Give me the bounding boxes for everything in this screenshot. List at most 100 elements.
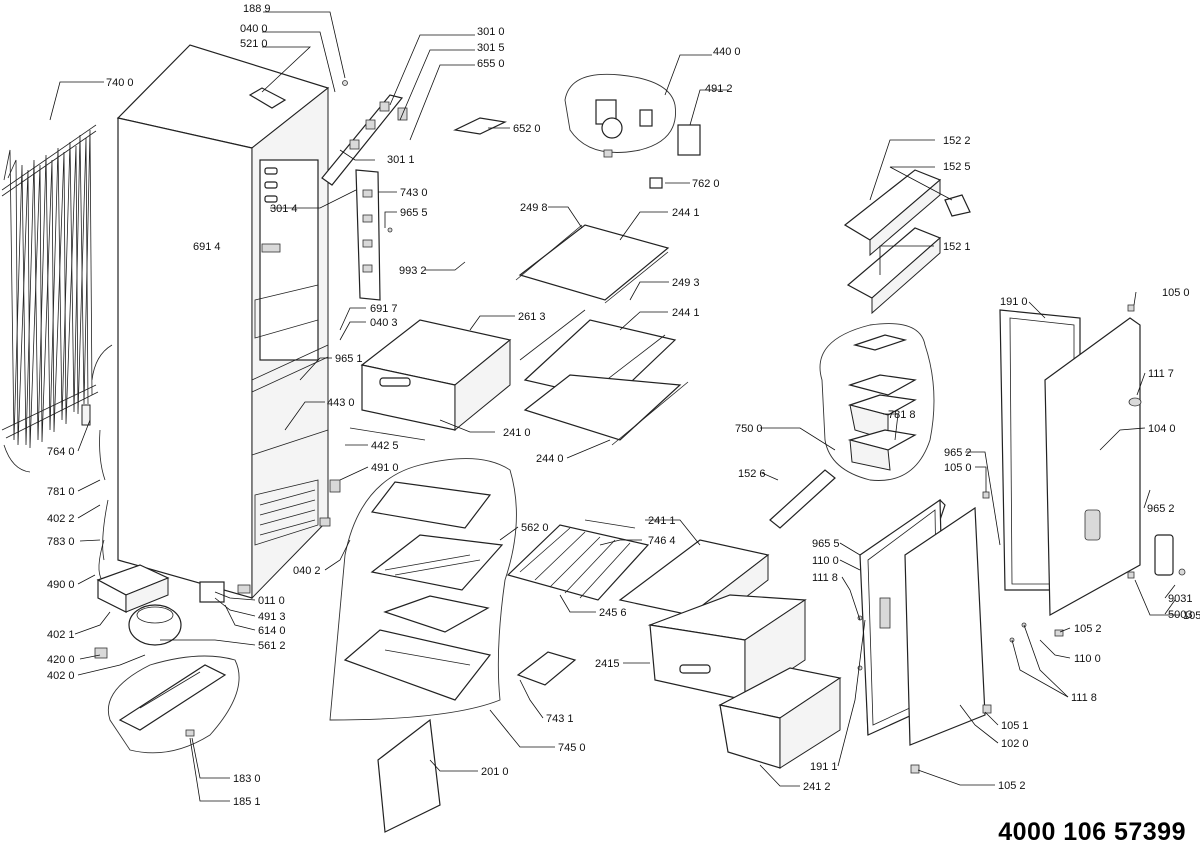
callout-label-2441a: 244 1	[672, 207, 700, 219]
callout-label-1118a: 111 8	[812, 572, 838, 584]
small-hardware	[185, 80, 1186, 774]
callout-label-2493: 249 3	[672, 277, 700, 289]
callout-labels: 188 9 040 0 521 0 740 0 301 0 301 5 655 0 440 0…	[47, 3, 1200, 808]
ice-maker-group	[329, 458, 517, 721]
pipes	[81, 344, 113, 581]
glass-shelves	[349, 224, 689, 446]
air-duct	[355, 169, 381, 301]
callout-label-7464: 746 4	[648, 535, 676, 547]
callout-label-0403: 040 3	[370, 317, 398, 329]
callout-label-3014: 301 4	[270, 203, 298, 215]
callout-label-1525: 152 5	[943, 161, 971, 173]
callout-label-7640: 764 0	[47, 446, 75, 458]
callout-label-7431: 743 1	[546, 713, 574, 725]
callout-label-4913: 491 3	[258, 611, 286, 623]
callout-label-1040: 104 0	[1148, 423, 1176, 435]
callout-label-2410: 241 0	[503, 427, 531, 439]
callout-label-2441b: 244 1	[672, 307, 700, 319]
callout-label-1020: 102 0	[1001, 738, 1029, 750]
callout-label-2010: 201 0	[481, 766, 509, 778]
callout-label-1118b: 111 8	[1071, 692, 1097, 704]
callout-label-2440: 244 0	[536, 453, 564, 465]
callout-label-7818: 781 8	[888, 409, 916, 421]
callout-label-4020: 402 0	[47, 670, 75, 682]
callout-label-2613: 261 3	[518, 311, 546, 323]
document-number: 4000 106 57399	[998, 818, 1186, 846]
compressor-group	[94, 564, 240, 754]
callout-label-2412: 241 2	[803, 781, 831, 793]
bottom-panel	[377, 718, 441, 833]
callout-label-6917: 691 7	[370, 303, 398, 315]
callout-label-3010: 301 0	[477, 26, 505, 38]
callout-label-4400: 440 0	[713, 46, 741, 58]
callout-label-1521: 152 1	[943, 241, 971, 253]
callout-label-7810: 781 0	[47, 486, 75, 498]
callout-label-6550: 655 0	[477, 58, 505, 70]
callout-label-4022: 402 2	[47, 513, 75, 525]
callout-label-2411: 241 1	[648, 515, 676, 527]
callout-label-9655b: 965 5	[812, 538, 840, 550]
callout-label-7400: 740 0	[106, 77, 134, 89]
callout-label-1889: 188 9	[243, 3, 271, 15]
callout-label-0402: 040 2	[293, 565, 321, 577]
door-bin-group	[819, 323, 935, 481]
callout-label-9031: 9031	[1168, 593, 1192, 605]
callout-label-7500: 750 0	[735, 423, 763, 435]
callout-label-4900: 490 0	[47, 579, 75, 591]
callout-label-1100a: 110 0	[812, 555, 839, 567]
callout-label-2456: 245 6	[599, 607, 627, 619]
callout-label-7450: 745 0	[558, 742, 586, 754]
callout-label-4021: 402 1	[47, 629, 75, 641]
callout-label-1050: 105 0	[1162, 287, 1190, 299]
callout-label-6520: 652 0	[513, 123, 541, 135]
callout-label-1051b: 105 1	[1001, 720, 1029, 732]
callout-label-1851: 185 1	[233, 796, 261, 808]
callout-label-9651: 965 1	[335, 353, 363, 365]
callout-label-4425: 442 5	[371, 440, 399, 452]
callout-label-4912: 491 2	[705, 83, 733, 95]
callout-label-9652b: 965 2	[1147, 503, 1175, 515]
callout-label-1051a: 105 1	[1183, 610, 1200, 622]
callout-label-1830: 183 0	[233, 773, 261, 785]
callout-label-1522: 152 2	[943, 135, 971, 147]
callout-label-1911: 191 1	[810, 761, 838, 773]
callout-label-1050b: 105 0	[944, 462, 972, 474]
callout-label-9655a: 965 5	[400, 207, 428, 219]
callout-label-5003: 5003	[1168, 609, 1192, 621]
callout-label-1100b: 110 0	[1074, 653, 1101, 665]
freezer-door	[859, 498, 986, 746]
callout-label-0400: 040 0	[240, 23, 268, 35]
callout-label-3015: 301 5	[477, 42, 505, 54]
callout-label-7430: 743 0	[400, 187, 428, 199]
callout-label-9652a: 965 2	[944, 447, 972, 459]
callout-label-5210: 521 0	[240, 38, 268, 50]
callout-label-1052a: 105 2	[1074, 623, 1102, 635]
callout-label-2498: 249 8	[520, 202, 548, 214]
callout-label-0110: 011 0	[258, 595, 285, 607]
leader-lines	[49, 11, 1180, 802]
callout-label-6914: 691 4	[193, 241, 221, 253]
cabinet	[116, 44, 331, 600]
crisper-drawers	[516, 539, 842, 769]
callout-label-1052b: 105 2	[998, 780, 1026, 792]
callout-label-5612: 561 2	[258, 640, 286, 652]
thermostat-group	[453, 73, 701, 189]
callout-label-5620: 562 0	[521, 522, 549, 534]
callout-label-1526: 152 6	[738, 468, 766, 480]
callout-label-4200: 420 0	[47, 654, 75, 666]
callout-label-1117: 111 7	[1148, 368, 1174, 380]
callout-label-4910: 491 0	[371, 462, 399, 474]
callout-label-9932: 993 2	[399, 265, 427, 277]
wire-shelf	[506, 519, 650, 601]
callout-label-4430: 443 0	[327, 397, 355, 409]
callout-label-2415: 2415	[595, 658, 619, 670]
fridge-door	[999, 309, 1174, 617]
callout-label-7830: 783 0	[47, 536, 75, 548]
callout-label-1910: 191 0	[1000, 296, 1028, 308]
callout-label-7620: 762 0	[692, 178, 720, 190]
callout-label-3011: 301 1	[387, 154, 415, 166]
callout-label-6140: 614 0	[258, 625, 286, 637]
freezer-drawer-top	[360, 319, 512, 432]
condenser-coil	[1, 124, 99, 473]
